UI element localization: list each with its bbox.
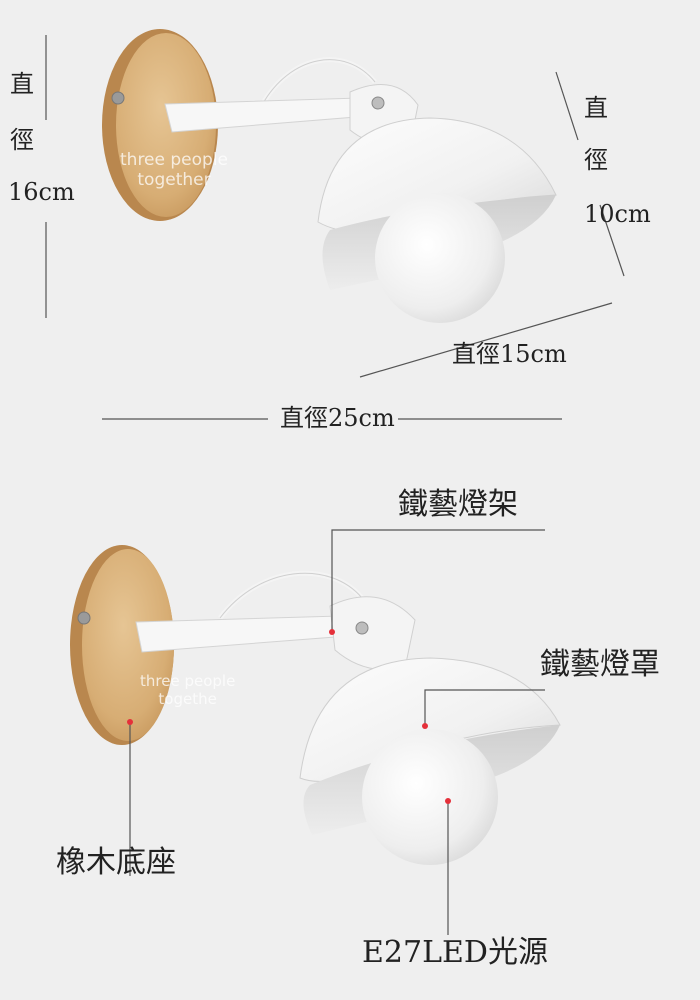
shade-diameter-label: 直徑15cm — [452, 340, 567, 368]
top-bulb — [375, 193, 505, 323]
top-watermark-line2: together — [137, 170, 211, 190]
shade-callout-line — [424, 689, 545, 726]
depth-label-char2: 徑 — [584, 146, 608, 174]
bulb-label: E27LED光源 — [362, 935, 548, 970]
bottom-wood-base — [82, 549, 174, 741]
height-label-value: 16cm — [8, 178, 75, 206]
top-watermark-line1: three people — [120, 150, 229, 170]
bottom-watermark-line2: togethe — [158, 690, 217, 708]
shade-marker — [422, 723, 428, 729]
top-wood-base — [116, 33, 216, 217]
base-label: 橡木底座 — [56, 845, 176, 880]
top-base-screw-icon — [111, 91, 125, 105]
top-lamp — [102, 29, 557, 323]
bottom-housing-screw-icon — [355, 621, 369, 635]
depth-label-char1: 直 — [584, 94, 608, 122]
bracket-callout-line — [331, 529, 545, 632]
shade-label: 鐵藝燈罩 — [540, 647, 660, 682]
top-watermark: three people together — [120, 150, 228, 190]
bottom-housing — [329, 596, 416, 671]
depth-line-bottom — [599, 204, 625, 277]
bulb-marker — [445, 798, 451, 804]
bottom-iron-arm — [135, 615, 349, 653]
base-marker — [127, 719, 133, 725]
bottom-base-screw-icon — [77, 611, 91, 625]
height-label-char2: 徑 — [10, 126, 34, 154]
depth-label-value: 10cm — [584, 200, 651, 228]
bottom-lamp — [70, 545, 561, 865]
bottom-watermark-line1: three people — [140, 672, 236, 690]
bracket-label: 鐵藝燈架 — [398, 487, 518, 522]
bracket-marker — [329, 629, 335, 635]
bottom-bulb — [362, 729, 498, 865]
depth-line-top — [555, 71, 579, 141]
top-housing-screw-icon — [371, 96, 385, 110]
shade-diameter-line — [359, 302, 613, 378]
bottom-watermark: three people togethe — [140, 672, 235, 708]
height-label-char1: 直 — [10, 70, 34, 98]
total-width-label: 直徑25cm — [280, 404, 395, 432]
top-iron-arm — [164, 97, 369, 133]
